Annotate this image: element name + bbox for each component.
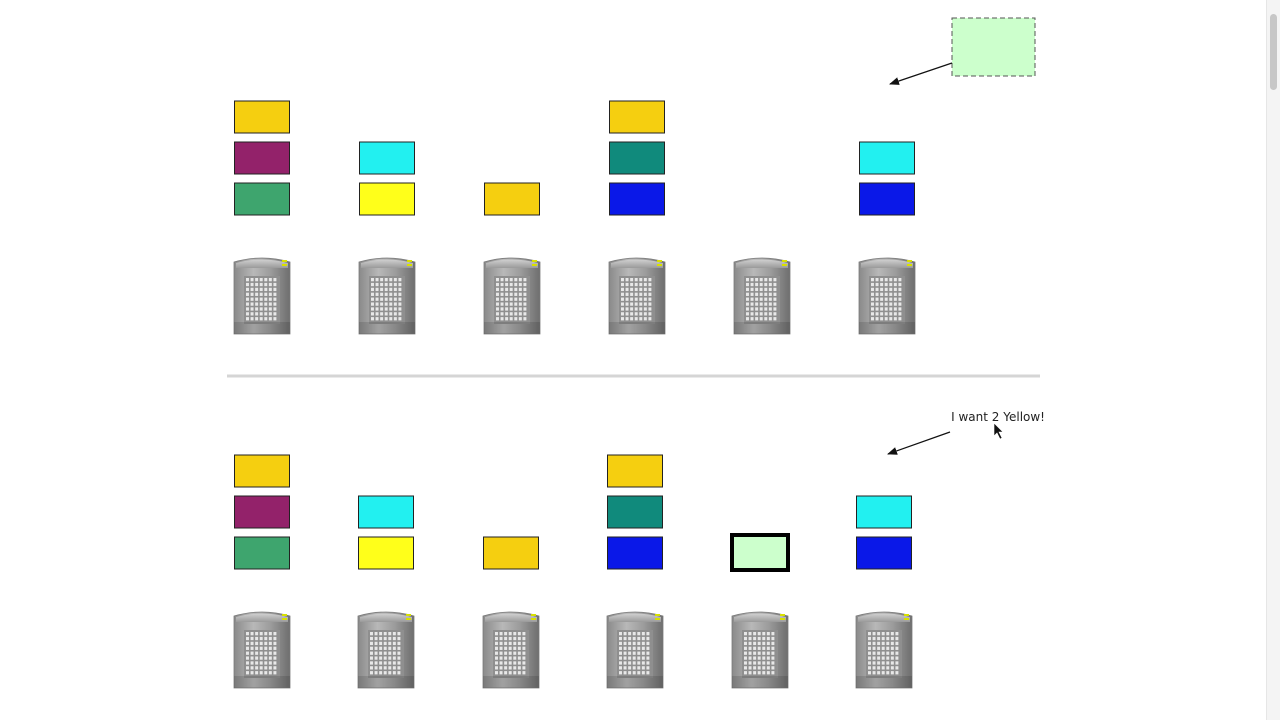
task-block-blue (856, 536, 912, 570)
task-block-yellow-orange (234, 454, 290, 488)
task-block-cyan (859, 141, 915, 175)
bottom-diagram-servers (233, 611, 913, 689)
top-diagram-blocks (234, 100, 915, 216)
task-block-yellow (359, 182, 415, 216)
top-diagram-servers (233, 257, 916, 335)
server-tower-icon (483, 257, 541, 335)
server-tower-icon (858, 257, 916, 335)
server-tower-icon (855, 611, 913, 689)
task-block-yellow-orange (607, 454, 663, 488)
task-block-cyan (358, 495, 414, 529)
task-block-cyan (856, 495, 912, 529)
bottom-diagram-blocks (234, 454, 912, 572)
incoming-task-arrow (889, 62, 953, 85)
server-tower-icon (233, 611, 291, 689)
task-block-green (234, 182, 290, 216)
task-block-blue (859, 182, 915, 216)
task-block-blue (607, 536, 663, 570)
task-block-teal (609, 141, 665, 175)
server-tower-icon (733, 257, 791, 335)
task-block-yellow-orange (484, 182, 540, 216)
vertical-scrollbar[interactable] (1266, 0, 1280, 720)
task-block-blue (609, 182, 665, 216)
server-tower-icon (482, 611, 540, 689)
server-tower-icon (357, 611, 415, 689)
server-tower-icon (358, 257, 416, 335)
task-block-yellow-orange (483, 536, 539, 570)
task-block-cyan (359, 141, 415, 175)
task-block-yellow-orange (609, 100, 665, 134)
scrollbar-thumb[interactable] (1270, 14, 1277, 90)
mouse-pointer-icon (993, 422, 1004, 440)
task-block-teal (607, 495, 663, 529)
server-tower-icon (606, 611, 664, 689)
task-block-yellow (358, 536, 414, 570)
task-block-green (234, 536, 290, 570)
placed-task-block (730, 533, 790, 572)
task-block-maroon (234, 141, 290, 175)
server-tower-icon (731, 611, 789, 689)
server-tower-icon (233, 257, 291, 335)
server-tower-icon (608, 257, 666, 335)
request-caption: I want 2 Yellow! (951, 410, 1045, 424)
task-block-yellow-orange (234, 100, 290, 134)
incoming-task-block (951, 17, 1036, 77)
task-block-maroon (234, 495, 290, 529)
request-arrow (887, 431, 951, 455)
